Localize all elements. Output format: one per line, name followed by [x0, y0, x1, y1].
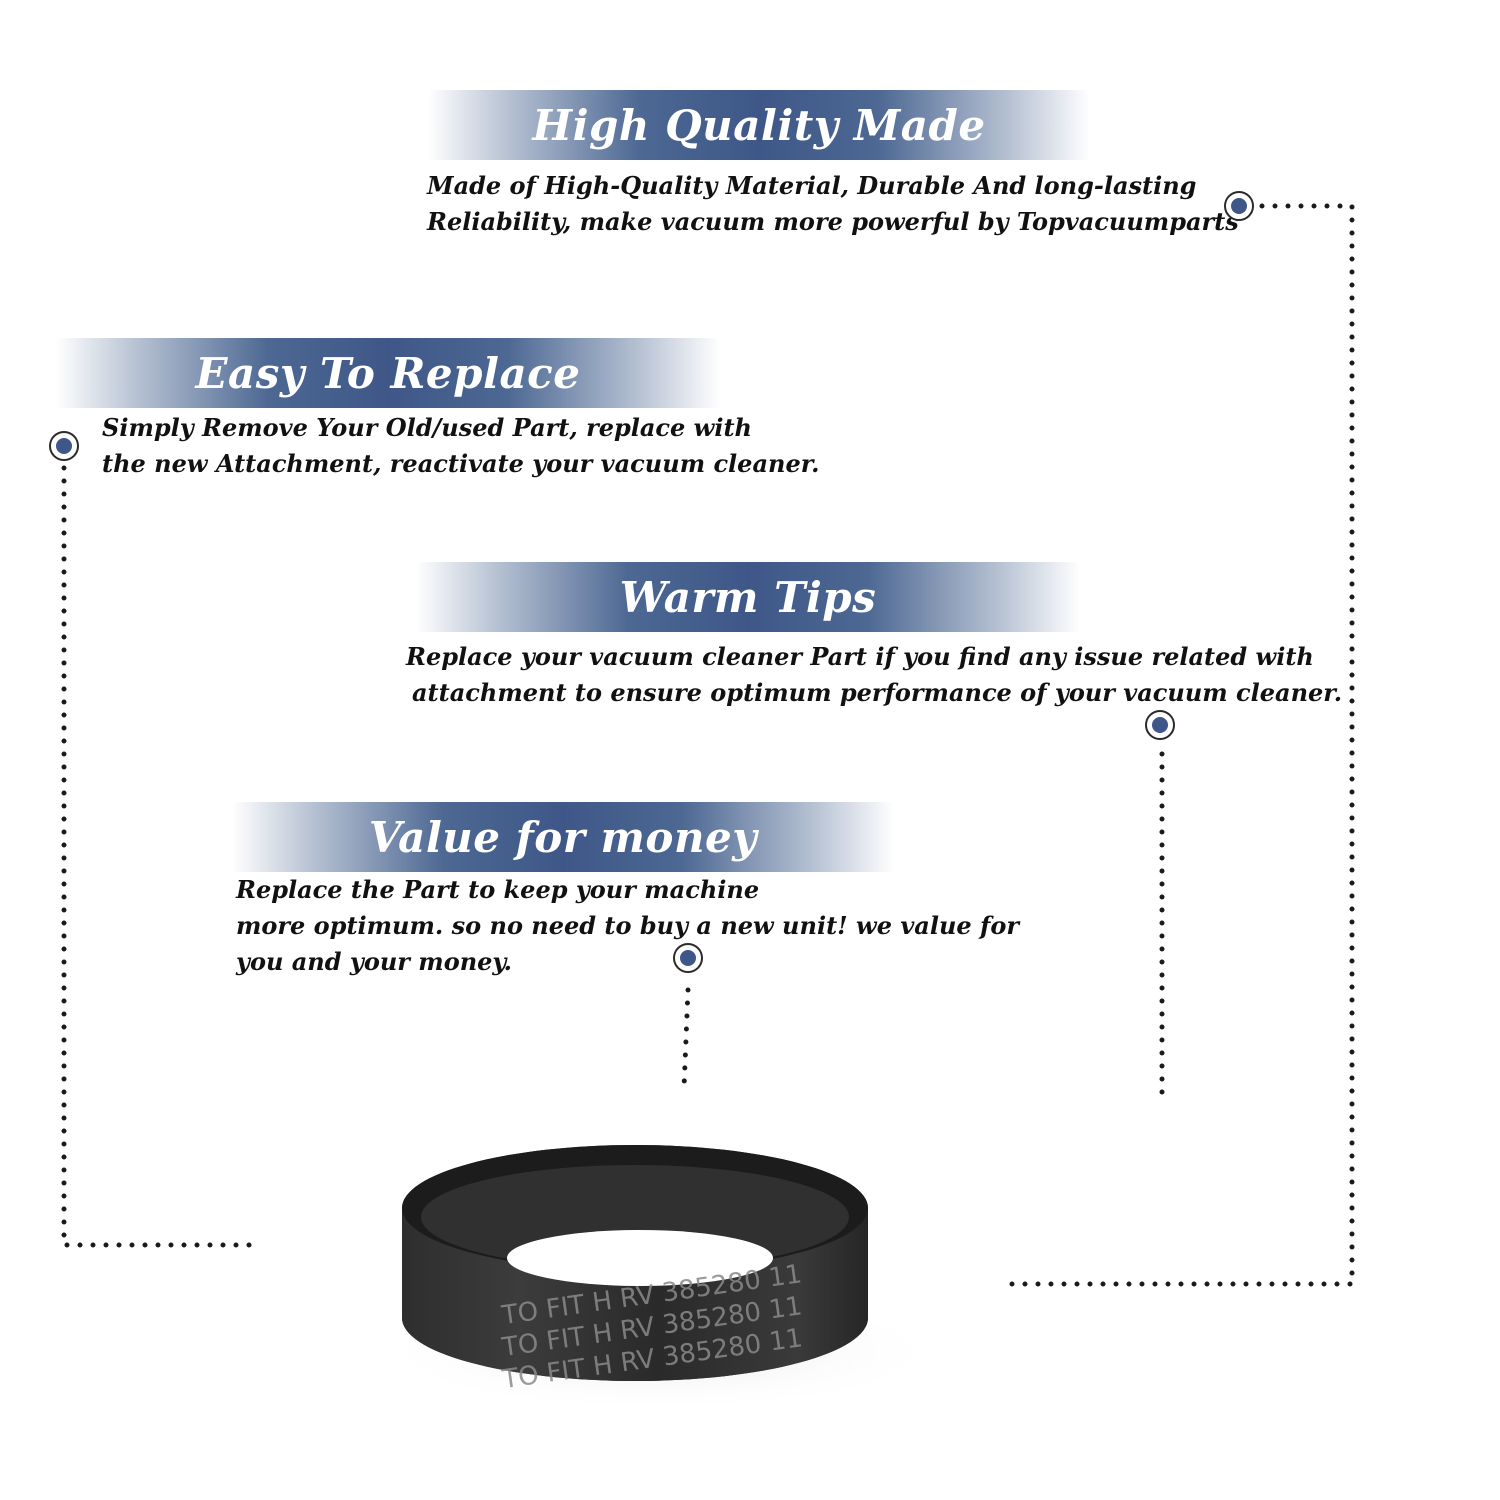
bullet-marker-icon [1224, 191, 1254, 221]
feature-title: Value for money [368, 812, 758, 862]
connector-line-high-quality [999, 203, 1355, 1287]
feature-description-line: Simply Remove Your Old/used Part, replac… [102, 413, 752, 442]
feature-description: Replace the Part to keep your machine mo… [236, 872, 1019, 980]
feature-banner-high-quality: High Quality Made [428, 90, 1090, 160]
feature-description: Simply Remove Your Old/used Part, replac… [102, 410, 820, 482]
feature-description-line: Made of High-Quality Material, Durable A… [427, 171, 1197, 200]
feature-description-line: Reliability, make vacuum more powerful b… [427, 207, 1239, 236]
bullet-marker-icon [673, 943, 703, 973]
product-image-belt: TO FIT H RV 385280 11 TO FIT H RV 385280… [360, 1120, 960, 1424]
feature-description: Made of High-Quality Material, Durable A… [427, 168, 1239, 240]
feature-description-line: Replace your vacuum cleaner Part if you … [406, 642, 1314, 671]
feature-description-line: the new Attachment, reactivate your vacu… [102, 449, 820, 478]
feature-title: Easy To Replace [195, 348, 581, 398]
feature-banner-value-money: Value for money [232, 802, 894, 872]
feature-description-line: more optimum. so no need to buy a new un… [236, 911, 1019, 940]
feature-banner-easy-replace: Easy To Replace [56, 338, 720, 408]
bullet-marker-icon [49, 431, 79, 461]
feature-description-line: Replace the Part to keep your machine [236, 875, 760, 904]
feature-description: Replace your vacuum cleaner Part if you … [406, 639, 1342, 711]
connector-line-easy-replace [61, 465, 265, 1248]
feature-title: Warm Tips [619, 572, 877, 622]
bullet-marker-icon [1145, 710, 1175, 740]
feature-banner-warm-tips: Warm Tips [416, 562, 1080, 632]
feature-title: High Quality Made [532, 100, 986, 150]
connector-line-value-money [681, 987, 691, 1091]
feature-description-line: you and your money. [236, 947, 512, 976]
belt-illustration: TO FIT H RV 385280 11 TO FIT H RV 385280… [370, 1145, 950, 1412]
feature-description-line: attachment to ensure optimum performance… [412, 678, 1343, 707]
